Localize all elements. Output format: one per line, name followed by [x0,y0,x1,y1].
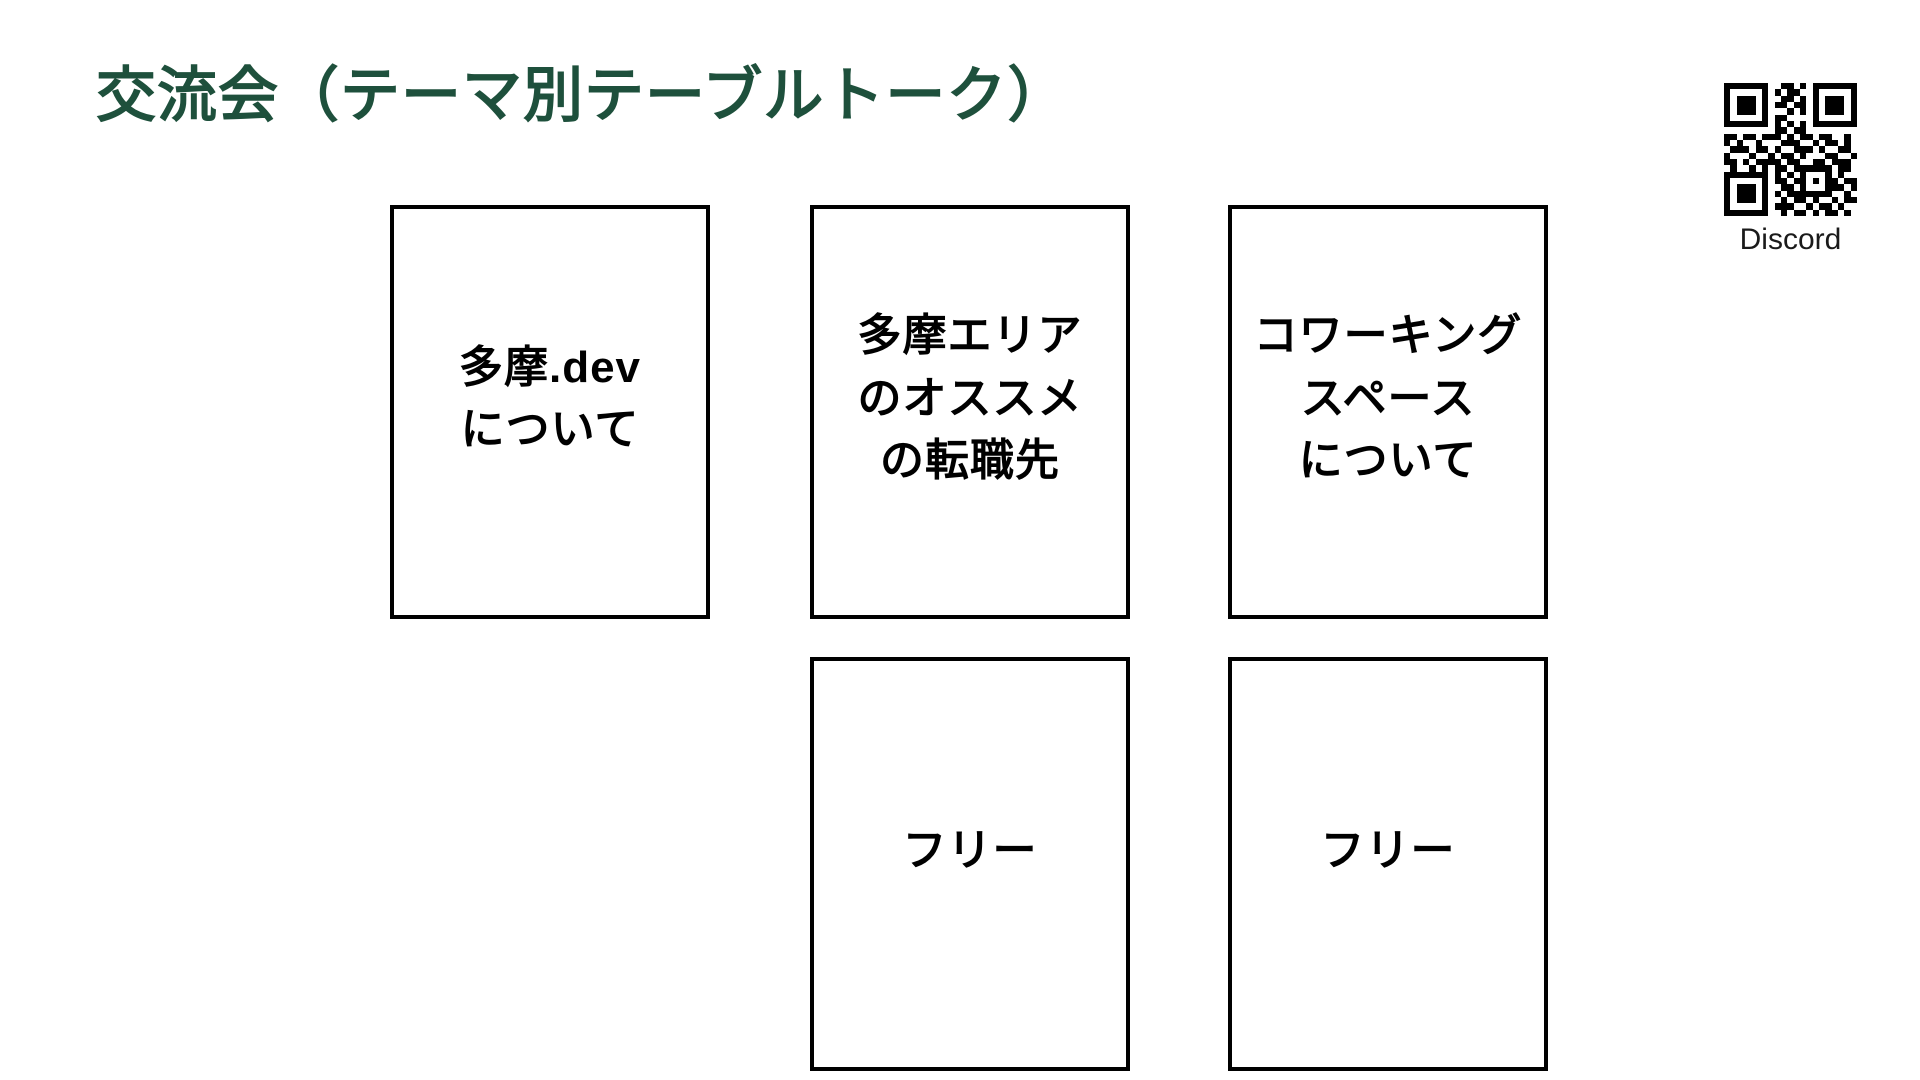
qr-code-icon [1724,83,1857,216]
table-card-coworking: コワーキング スペース について [1228,205,1548,619]
table-card-tama-dev: 多摩.dev について [390,205,710,619]
qr-caption: Discord [1739,223,1842,256]
table-card-tenshoku: 多摩エリア のオススメ の転職先 [810,205,1130,619]
table-card-label: フリー [902,825,1038,875]
table-card-free-1: フリー [810,657,1130,1071]
table-card-label: コワーキング スペース について [1253,311,1523,486]
table-card-label: 多摩エリア のオススメ の転職先 [857,311,1083,486]
slide-title: 交流会（テーマ別テーブルトーク） [96,62,1069,129]
table-card-free-2: フリー [1228,657,1548,1071]
table-card-label: フリー [1320,825,1456,875]
table-card-label: 多摩.dev について [458,342,642,454]
discord-qr-block: Discord [1724,83,1857,255]
